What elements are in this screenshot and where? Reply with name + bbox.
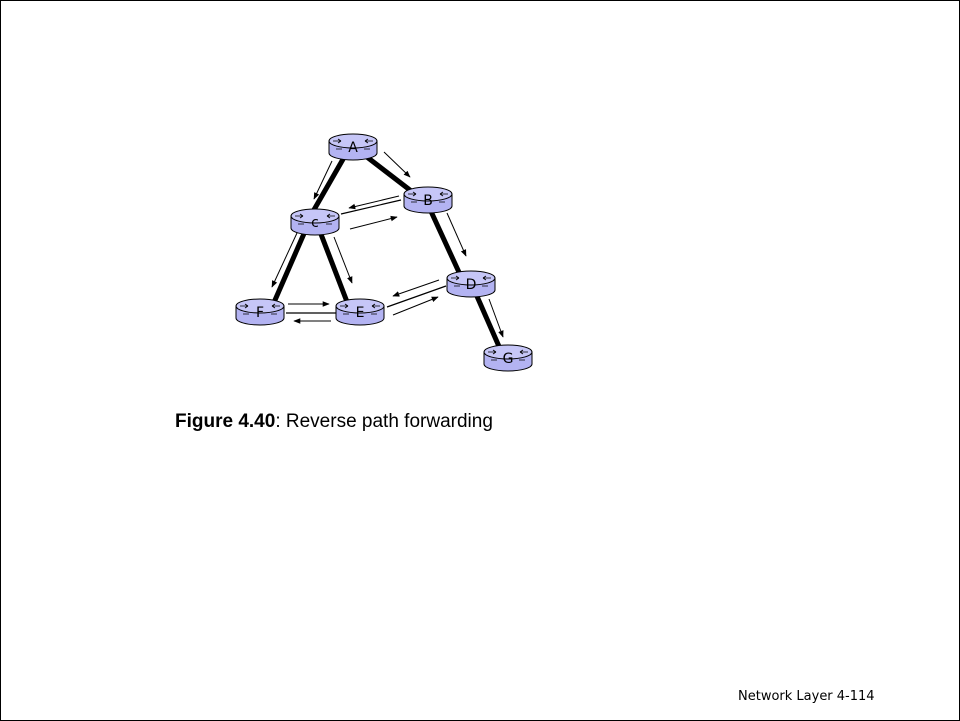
arrow-c-to-e bbox=[333, 236, 353, 284]
arrow-d-to-e bbox=[392, 279, 440, 297]
link-c-e bbox=[316, 228, 352, 308]
link-e-d bbox=[386, 285, 447, 308]
arrow-c-to-b bbox=[349, 215, 398, 230]
arrow-a-to-b bbox=[383, 151, 411, 178]
link-c-b bbox=[340, 199, 402, 215]
arrow-d-to-g bbox=[488, 298, 504, 338]
router-label: E bbox=[356, 305, 365, 321]
router-f: F bbox=[235, 298, 285, 326]
router-c: c bbox=[290, 208, 340, 236]
router-arrows-icon bbox=[340, 303, 380, 315]
router-arrows-icon bbox=[240, 303, 280, 315]
router-arrows-icon bbox=[488, 349, 528, 361]
arrow-b-to-d bbox=[446, 212, 467, 257]
router-a: A bbox=[328, 133, 378, 161]
caption-text: Reverse path forwarding bbox=[285, 411, 493, 432]
router-label: A bbox=[348, 140, 358, 156]
router-arrows-icon bbox=[408, 191, 448, 203]
router-label: c bbox=[311, 215, 319, 231]
router-label: B bbox=[423, 193, 433, 209]
link-a-c bbox=[308, 152, 349, 217]
routers: A B c D bbox=[235, 133, 533, 372]
router-label: D bbox=[466, 277, 477, 293]
router-e: E bbox=[335, 298, 385, 326]
router-d: D bbox=[446, 270, 496, 298]
link-d-g bbox=[473, 292, 504, 353]
caption-separator: : bbox=[275, 411, 286, 432]
router-b: B bbox=[403, 186, 453, 214]
slide-footer: Network Layer 4-114 bbox=[738, 689, 875, 704]
router-g: G bbox=[483, 344, 533, 372]
arrow-e-to-d bbox=[392, 296, 439, 316]
link-b-d bbox=[426, 205, 466, 283]
figure-number: Figure 4.40 bbox=[175, 411, 276, 432]
arrow-b-to-c bbox=[348, 195, 400, 210]
router-arrows-icon bbox=[295, 213, 335, 225]
links bbox=[269, 152, 504, 353]
router-arrows-icon bbox=[451, 275, 491, 287]
arrow-a-to-c bbox=[313, 160, 333, 200]
link-c-f bbox=[269, 228, 309, 308]
arrow-c-to-f bbox=[271, 232, 298, 288]
forwarding-arrows bbox=[271, 151, 504, 338]
router-arrows-icon bbox=[333, 138, 373, 150]
router-label: F bbox=[256, 305, 264, 321]
router-label: G bbox=[503, 351, 514, 367]
figure-caption: Figure 4.40: Reverse path forwarding bbox=[175, 411, 493, 433]
